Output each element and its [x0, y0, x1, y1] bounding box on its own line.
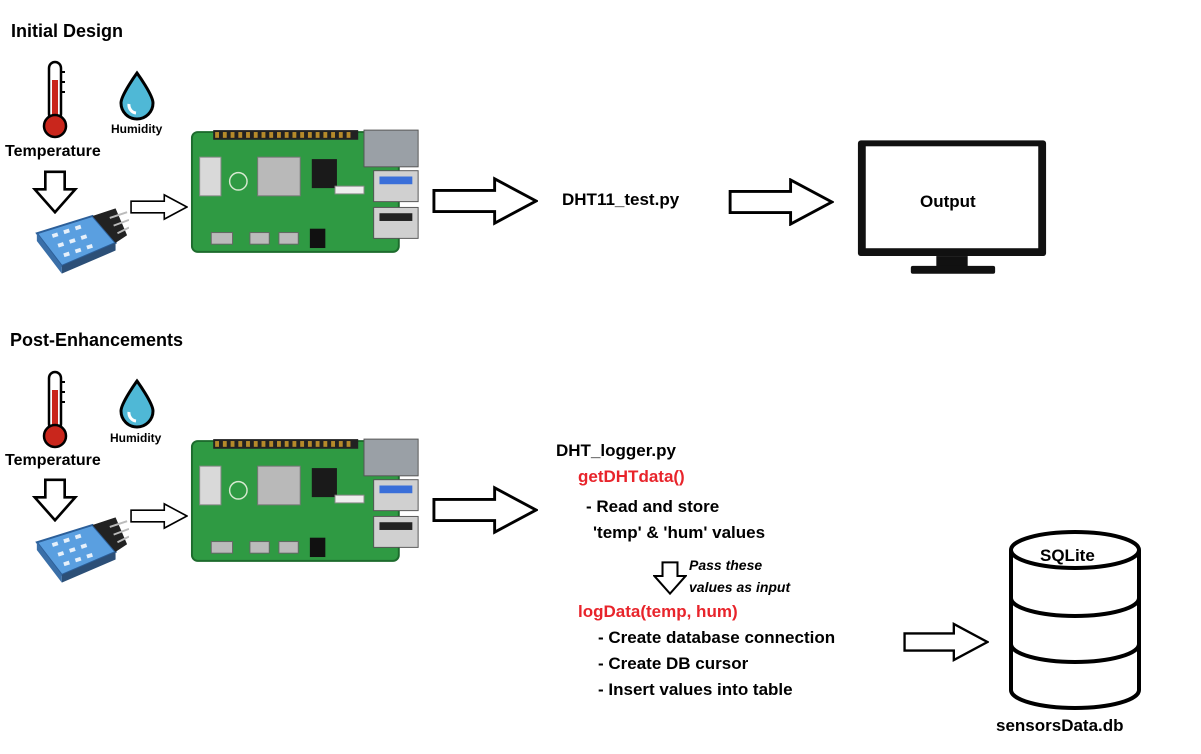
arrow-logdata-to-db [903, 622, 989, 662]
temperature-label: Temperature [5, 452, 101, 469]
func1-desc-line2: 'temp' & 'hum' values [593, 523, 766, 542]
temperature-label: Temperature [5, 143, 101, 160]
thermometer-icon [42, 370, 68, 449]
water-drop-icon [119, 71, 155, 121]
arrow-sensor-to-pi [130, 193, 188, 221]
section-title-post: Post-Enhancements [10, 330, 184, 350]
pass-note-line2: values as input [689, 579, 791, 595]
output-label: Output [920, 192, 976, 211]
func2-desc-line2: - Create DB cursor [598, 654, 749, 673]
function-logdata: logData(temp, hum) [578, 602, 738, 621]
func1-desc-line1: - Read and store [586, 497, 720, 516]
raspberry-pi-board-icon [190, 438, 420, 562]
pass-note-line1: Pass these [689, 557, 763, 573]
water-drop-icon [119, 379, 155, 429]
humidity-label: Humidity [110, 431, 162, 445]
dht11-sensor-icon [35, 516, 129, 584]
arrow-sensor-to-pi [130, 502, 188, 530]
func2-desc-line1: - Create database connection [598, 628, 836, 647]
script-name-initial: DHT11_test.py [562, 190, 680, 209]
script-name-post: DHT_logger.py [556, 441, 676, 460]
dht11-sensor-icon [35, 207, 129, 275]
section-title-initial: Initial Design [11, 21, 124, 41]
arrow-pi-to-script [432, 177, 538, 225]
arrow-pi-to-script [432, 486, 538, 534]
arrow-script-to-output [728, 178, 834, 226]
func2-desc-line3: - Insert values into table [598, 680, 793, 699]
humidity-label: Humidity [111, 122, 163, 136]
db-name-label: SQLite [1040, 546, 1095, 565]
db-file-label: sensorsData.db [996, 716, 1124, 735]
function-getdhtdata: getDHTdata() [578, 467, 685, 486]
down-arrow-pass [653, 561, 687, 595]
raspberry-pi-board-icon [190, 129, 420, 253]
thermometer-icon [42, 60, 68, 139]
